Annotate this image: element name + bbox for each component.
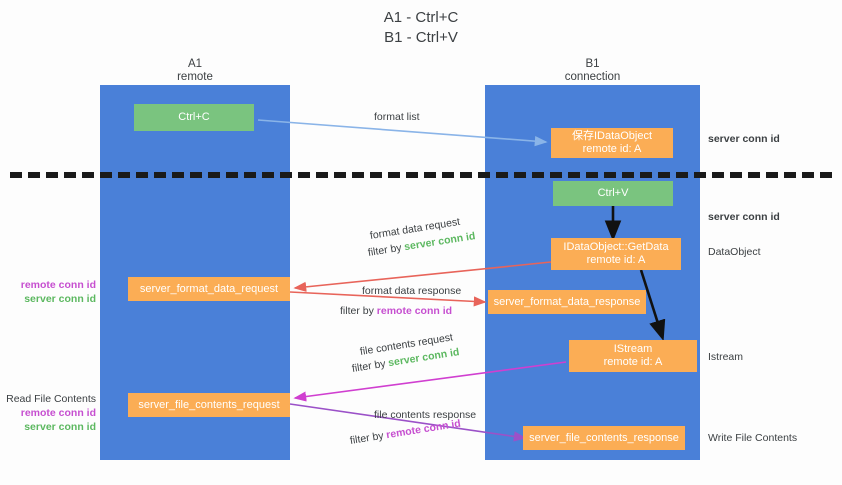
box-server-format-data-request[interactable]: server_format_data_request: [128, 277, 290, 301]
box-ctrl-v-label: Ctrl+V: [597, 187, 629, 199]
annotation-server-conn-id-mid: server conn id: [708, 210, 780, 224]
lane-b1-sub: connection: [564, 71, 621, 83]
annotation-write-file-contents: Write File Contents: [708, 431, 797, 445]
box-ctrl-c-label: Ctrl+C: [178, 111, 210, 123]
annotation-left-conn-ids-mid: remote conn id server conn id: [0, 278, 96, 306]
box-server-file-contents-response[interactable]: server_file_contents_response: [523, 426, 685, 450]
annotation-dataobject: DataObject: [708, 245, 761, 259]
annotation-text: server conn id: [708, 133, 780, 145]
edge-label-format-list-text: format list: [374, 111, 420, 123]
box-istream[interactable]: IStream remote id: A: [569, 340, 697, 372]
annotation-server-conn-id: server conn id: [24, 293, 96, 305]
box-server-format-data-request-label: server_format_data_request: [139, 282, 279, 295]
edge-file-contents-response-text: file contents response: [374, 409, 477, 421]
lane-a1-sub: remote: [177, 71, 213, 83]
box-getdata-line1: IDataObject::GetData: [563, 241, 669, 253]
filter-prefix: filter by: [340, 305, 377, 317]
annotation-server-conn-id: server conn id: [24, 421, 96, 433]
lane-header-b1: B1 connection: [485, 58, 700, 84]
box-save-idataobject-line1: 保存IDataObject: [571, 130, 653, 142]
box-server-format-data-response-label: server_format_data_response: [493, 295, 641, 308]
annotation-read-file-contents-heading: Read File Contents: [6, 393, 96, 405]
edge-label-format-list: format list: [374, 110, 420, 124]
annotation-remote-conn-id: remote conn id: [20, 407, 96, 419]
phase-separator: [10, 172, 832, 178]
box-ctrl-c[interactable]: Ctrl+C: [134, 104, 254, 131]
filter-value-remote-conn-id: remote conn id: [376, 305, 453, 317]
lane-header-a1: A1 remote: [100, 58, 290, 84]
filter-prefix: filter by: [367, 241, 406, 259]
box-ctrl-v[interactable]: Ctrl+V: [553, 181, 673, 206]
annotation-text: DataObject: [708, 246, 761, 258]
lane-a1-name: A1: [187, 58, 203, 70]
annotation-text: server conn id: [708, 211, 780, 223]
annotation-istream: Istream: [708, 350, 743, 364]
box-save-idataobject-line2: remote id: A: [582, 143, 642, 155]
box-istream-line1: IStream: [613, 343, 653, 355]
filter-prefix: filter by: [349, 429, 388, 447]
edge-format-data-response-text: format data response: [362, 285, 462, 297]
box-istream-line2: remote id: A: [603, 356, 663, 368]
box-server-file-contents-request[interactable]: server_file_contents_request: [128, 393, 290, 417]
edge-label-format-data-response-line1: format data response: [362, 284, 461, 298]
box-getdata[interactable]: IDataObject::GetData remote id: A: [551, 238, 681, 270]
lane-b1-name: B1: [585, 58, 600, 70]
title-line-2: B1 - Ctrl+V: [384, 29, 458, 46]
box-save-idataobject[interactable]: 保存IDataObject remote id: A: [551, 128, 673, 158]
box-server-file-contents-request-label: server_file_contents_request: [138, 398, 280, 411]
edge-label-format-data-response-filter: filter by remote conn id: [340, 304, 452, 318]
page-title: A1 - Ctrl+C B1 - Ctrl+V: [0, 8, 842, 48]
annotation-text: Write File Contents: [708, 432, 798, 444]
box-server-file-contents-response-label: server_file_contents_response: [529, 431, 679, 444]
title-line-1: A1 - Ctrl+C: [383, 9, 459, 26]
box-getdata-line2: remote id: A: [586, 254, 646, 266]
edge-label-file-contents-response-line1: file contents response: [374, 408, 476, 422]
annotation-remote-conn-id: remote conn id: [20, 279, 96, 291]
box-server-format-data-response[interactable]: server_format_data_response: [488, 290, 646, 314]
annotation-left-read-file-contents: Read File Contents remote conn id server…: [0, 392, 96, 434]
filter-prefix: filter by: [351, 357, 390, 375]
annotation-text: Istream: [708, 351, 744, 363]
annotation-server-conn-id-top: server conn id: [708, 132, 780, 146]
